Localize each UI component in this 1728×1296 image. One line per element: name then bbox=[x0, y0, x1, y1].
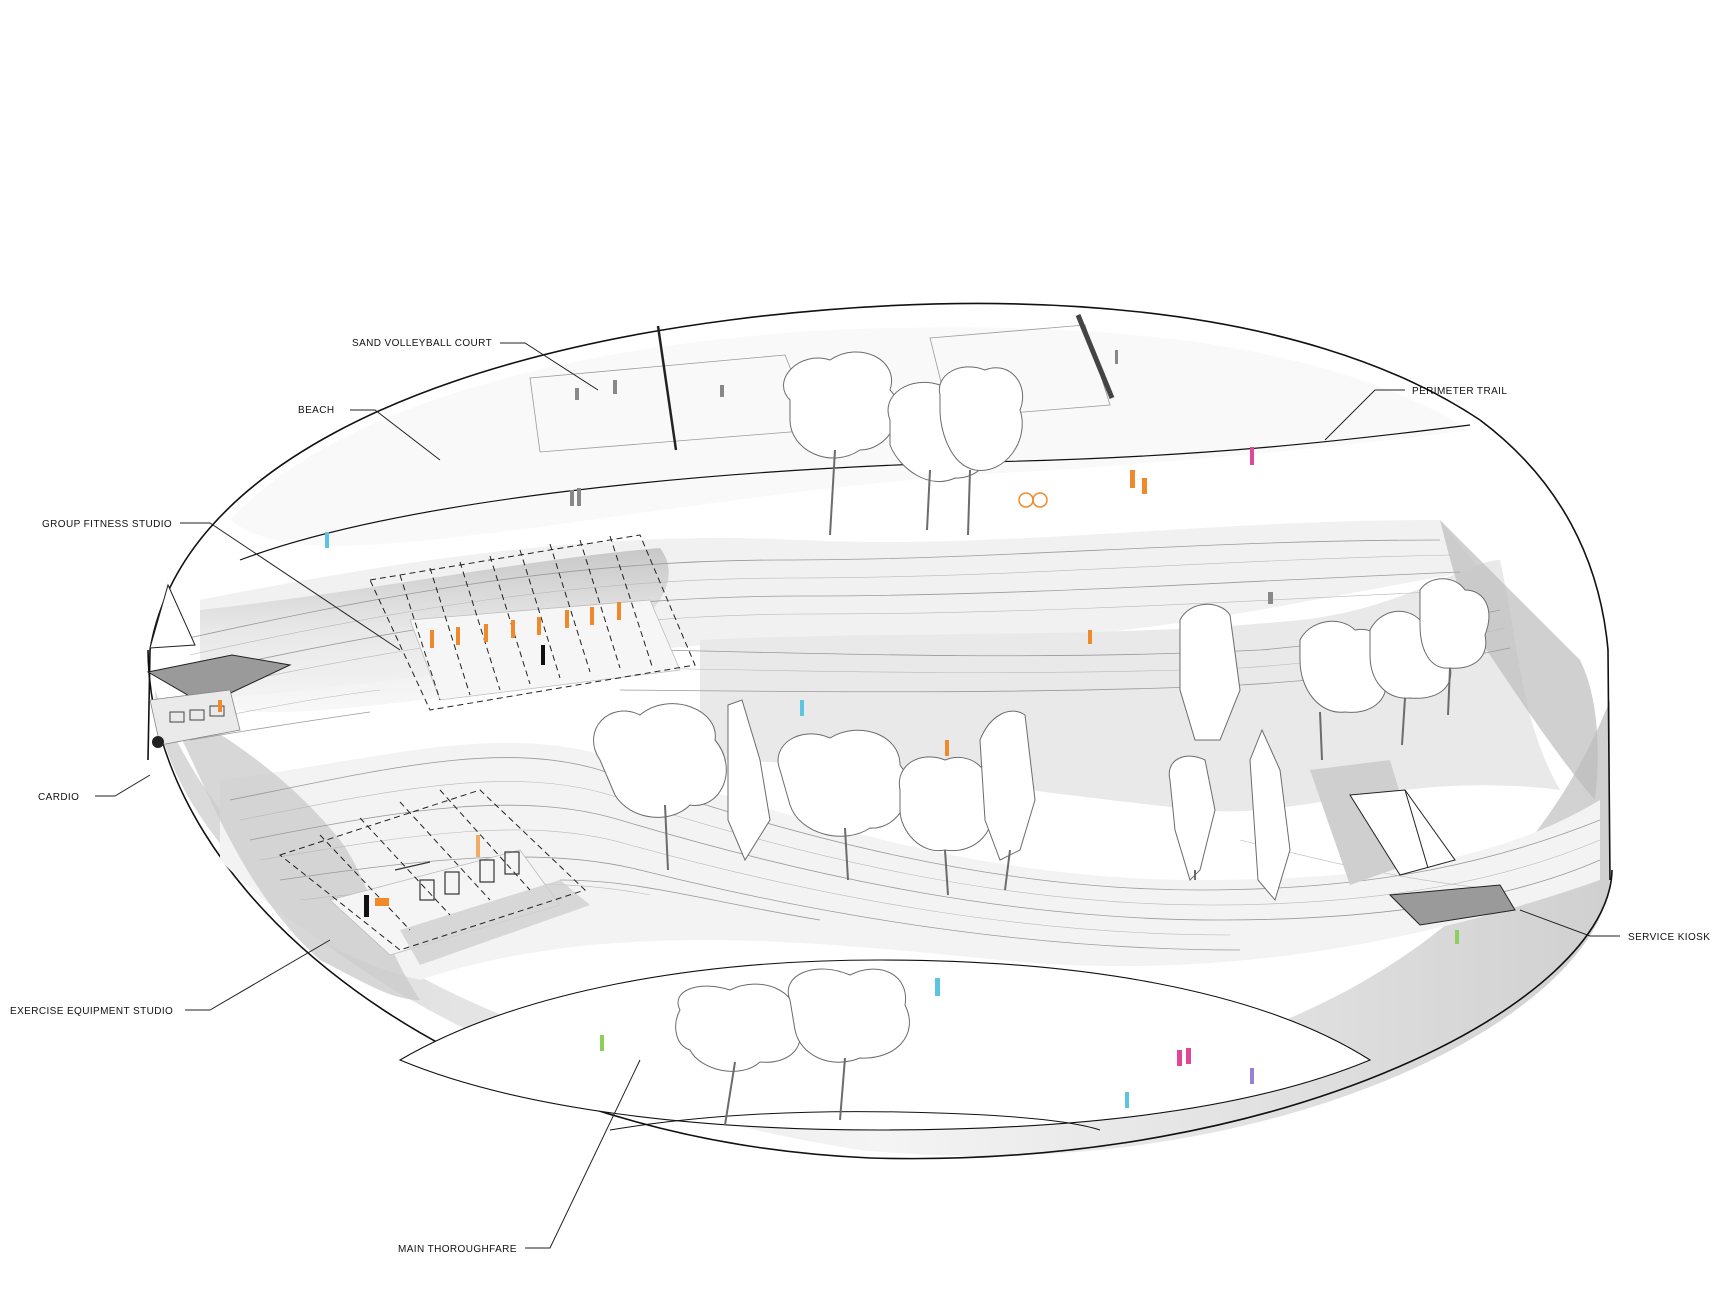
cardio-pavilion bbox=[146, 583, 292, 748]
person-cyan-lawn bbox=[935, 978, 940, 996]
cardio-floor bbox=[149, 689, 241, 746]
lawn-inner-edge bbox=[609, 1111, 1101, 1131]
label-service-kiosk: SERVICE KIOSK bbox=[1628, 932, 1710, 943]
disc-bottom-rim bbox=[147, 649, 1613, 1160]
volleyball-net-2 bbox=[1075, 314, 1115, 399]
person-beach-5 bbox=[1268, 592, 1273, 604]
person-orange-trail bbox=[1130, 470, 1135, 488]
people bbox=[325, 350, 1273, 1108]
labels: SAND VOLLEYBALL COURT BEACH PERIMETER TR… bbox=[10, 338, 1710, 1255]
kiosk-counter bbox=[1388, 884, 1516, 926]
cyclist bbox=[1018, 492, 1034, 508]
person-green-lawn bbox=[600, 1035, 604, 1051]
person-cyan-beach bbox=[325, 532, 329, 548]
person-beach-4 bbox=[570, 490, 574, 506]
person-orange-mid bbox=[1088, 630, 1092, 644]
tree-mid-5 bbox=[979, 710, 1036, 861]
group-fitness-studio bbox=[369, 534, 696, 711]
disc-top-rim bbox=[149, 302, 1481, 651]
label-main-thoroughfare: MAIN THOROUGHFARE bbox=[398, 1244, 517, 1255]
person-beach-2 bbox=[613, 380, 617, 394]
trees bbox=[593, 351, 1490, 1126]
contour-lines bbox=[179, 539, 1601, 951]
tree-lawn-2 bbox=[787, 968, 910, 1063]
tree-right-6 bbox=[1419, 578, 1490, 669]
person-cyan-lawn-2 bbox=[1125, 1092, 1129, 1108]
person-beach-3 bbox=[720, 385, 724, 397]
person-purple-lawn bbox=[1250, 1068, 1254, 1084]
cardio-user bbox=[152, 736, 164, 748]
tree-right-2 bbox=[1168, 755, 1216, 881]
person-pink-trail bbox=[1250, 447, 1254, 465]
tree-right-1 bbox=[1179, 603, 1241, 741]
tree-mid-3 bbox=[777, 729, 909, 837]
volleyball-net-1 bbox=[656, 325, 678, 451]
label-perimeter-trail: PERIMETER TRAIL bbox=[1412, 386, 1507, 397]
label-beach: BEACH bbox=[298, 405, 334, 416]
tree-lawn-1 bbox=[675, 983, 801, 1072]
person-cyan-mid bbox=[800, 700, 804, 716]
left-cliff-shadow bbox=[160, 700, 420, 1000]
leader-lines bbox=[95, 342, 1620, 1249]
instructor-figure bbox=[541, 645, 545, 665]
tree-volleyball-1 bbox=[783, 351, 899, 459]
label-group-fitness-studio: GROUP FITNESS STUDIO bbox=[42, 519, 172, 530]
kiosk-roof bbox=[1349, 789, 1456, 876]
disc-right-edge bbox=[1479, 419, 1611, 881]
person-beach-1 bbox=[575, 388, 579, 400]
exercise-equipment-studio bbox=[278, 789, 590, 965]
person-beach-6 bbox=[1115, 350, 1118, 364]
tree-right-3 bbox=[1249, 728, 1291, 902]
cardio-sail bbox=[149, 583, 196, 649]
service-kiosk bbox=[1310, 760, 1516, 944]
cardio-canopy bbox=[146, 654, 292, 706]
label-sand-volleyball-court: SAND VOLLEYBALL COURT bbox=[352, 338, 492, 349]
valley-band bbox=[220, 742, 1600, 980]
label-cardio: CARDIO bbox=[38, 792, 79, 803]
label-exercise-equipment-studio: EXERCISE EQUIPMENT STUDIO bbox=[10, 1006, 173, 1017]
tree-volleyball-3 bbox=[938, 366, 1024, 471]
disc-left-edge bbox=[147, 649, 151, 761]
equipment-floor-shadow bbox=[400, 880, 590, 965]
right-cliff-shadow bbox=[1440, 520, 1598, 800]
tree-mid-4 bbox=[898, 756, 993, 852]
person-orange-slope bbox=[945, 740, 949, 756]
person-pink-lawn bbox=[1177, 1050, 1182, 1066]
equipment-machines bbox=[394, 851, 520, 901]
tree-mid-2 bbox=[727, 699, 771, 862]
cardio-machines bbox=[169, 705, 225, 723]
mid-shadow-band bbox=[700, 560, 1560, 812]
fitness-figures bbox=[430, 602, 621, 648]
